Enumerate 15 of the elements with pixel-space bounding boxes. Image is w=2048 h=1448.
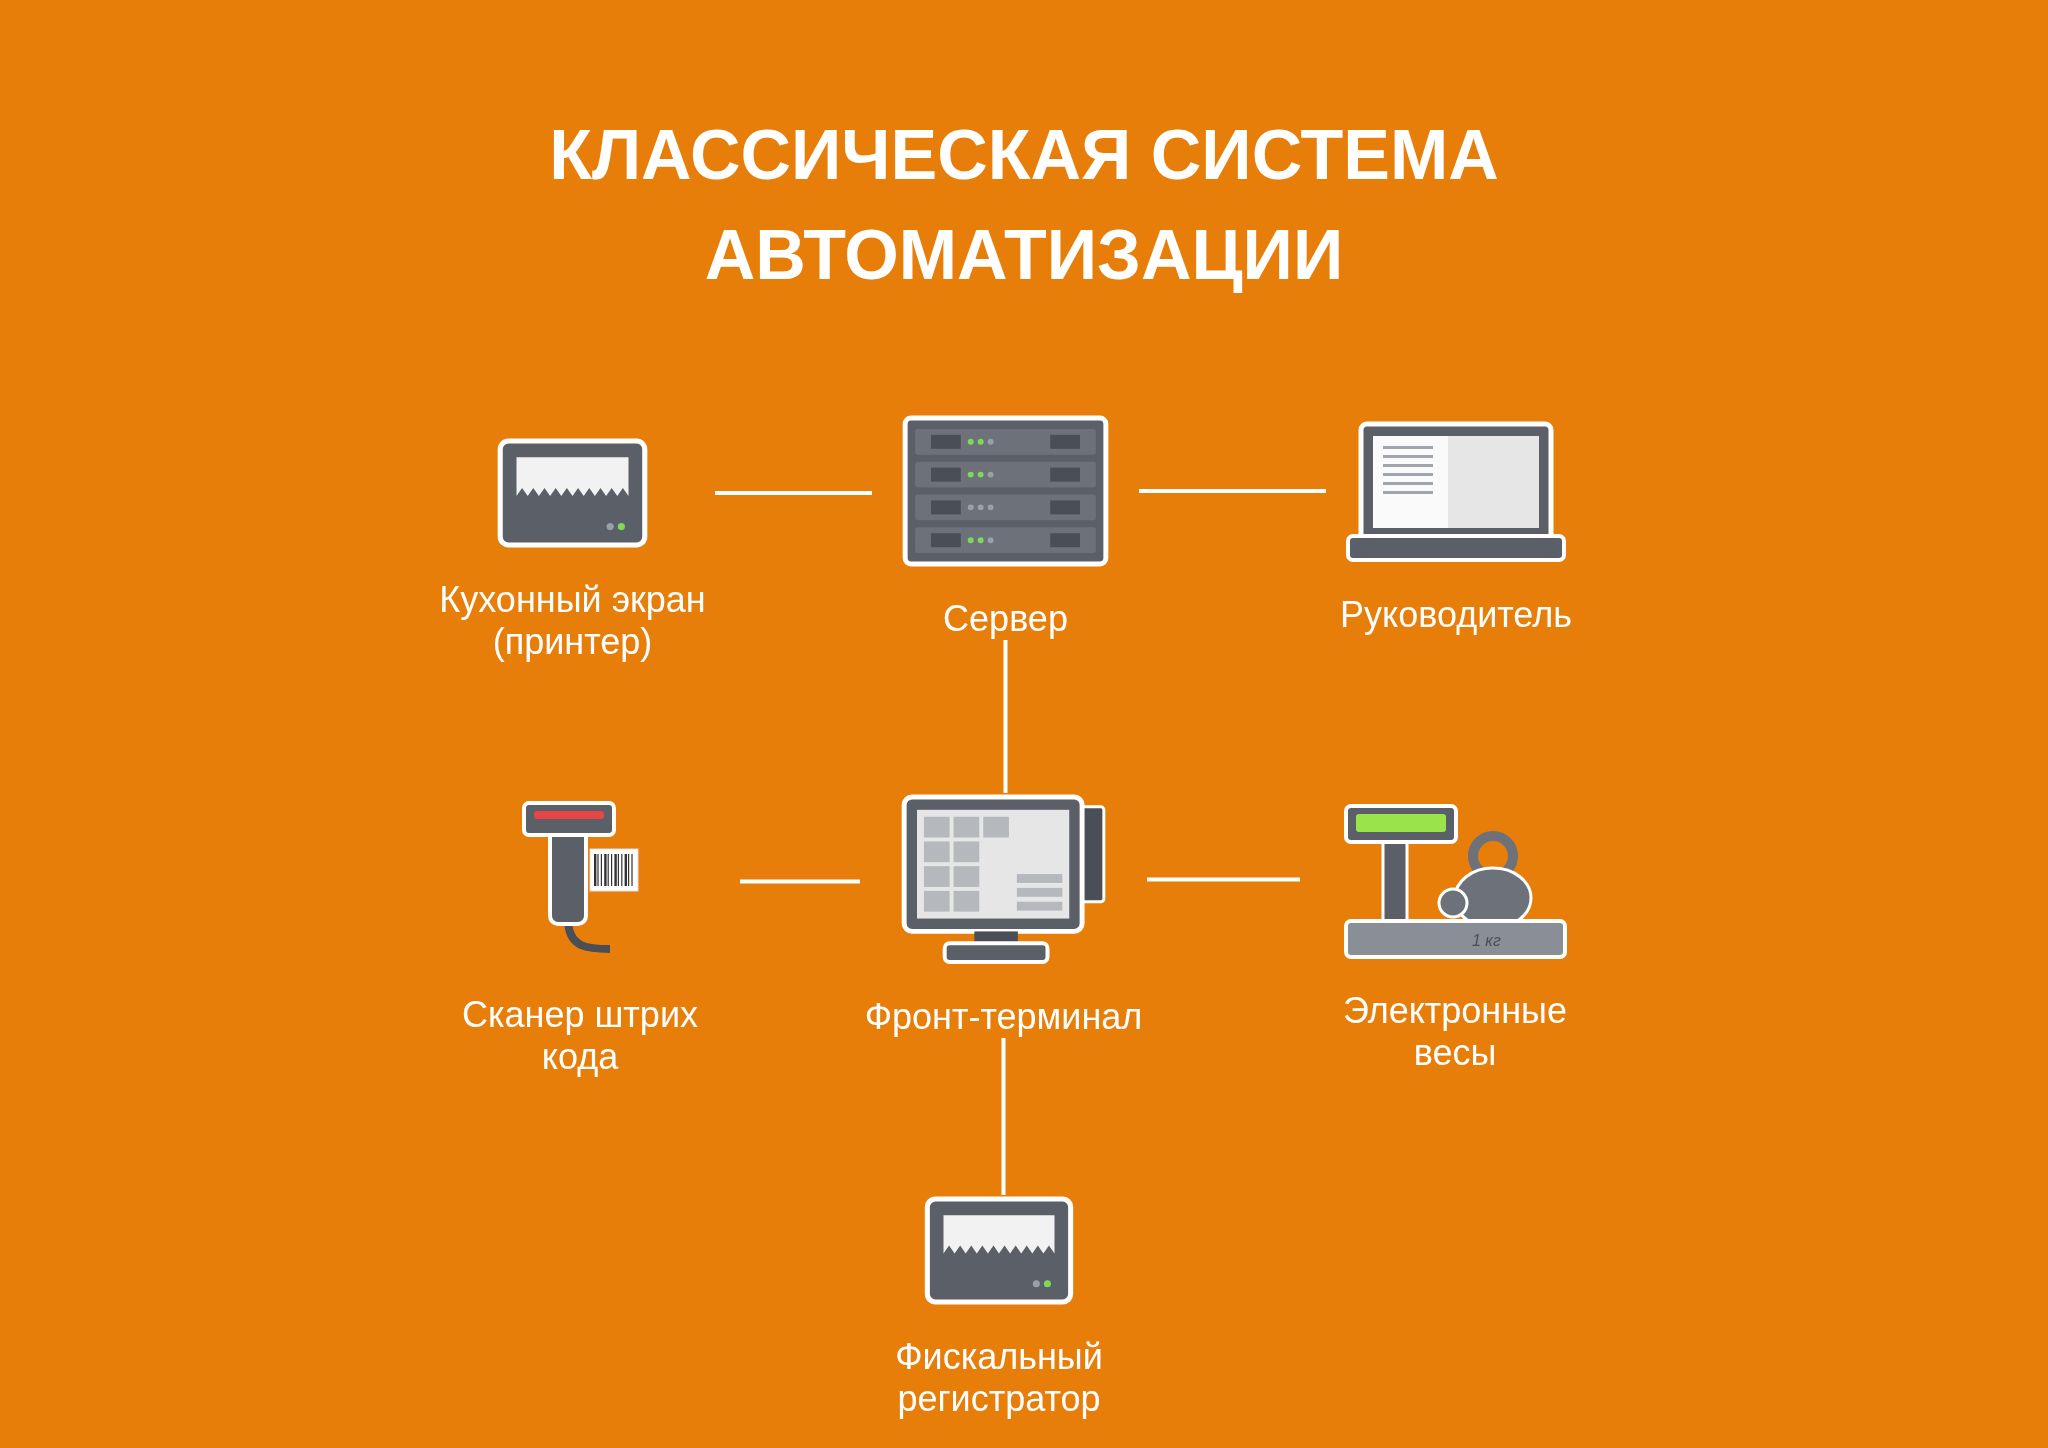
connector-line xyxy=(1147,877,1300,882)
connector-line xyxy=(740,879,860,884)
title: КЛАССИЧЕСКАЯ СИСТЕМА АВТОМАТИЗАЦИИ xyxy=(548,115,1500,296)
connector-line xyxy=(715,491,872,495)
device-label: Электронные весы xyxy=(1341,990,1569,1074)
device-label: Руководитель xyxy=(1340,594,1572,636)
weight-label: 1 кг xyxy=(1472,932,1501,950)
connector-line xyxy=(1003,640,1008,793)
device-label: Сканер штрих кода xyxy=(461,994,699,1078)
device-label: Сервер xyxy=(943,598,1068,640)
device-label: Кухонный экран (принтер) xyxy=(438,579,707,663)
device-label: Фронт-терминал xyxy=(864,996,1143,1038)
connector-line xyxy=(1139,489,1326,493)
connector-line xyxy=(1001,1038,1006,1195)
device-label: Фискальный регистратор xyxy=(894,1336,1104,1420)
